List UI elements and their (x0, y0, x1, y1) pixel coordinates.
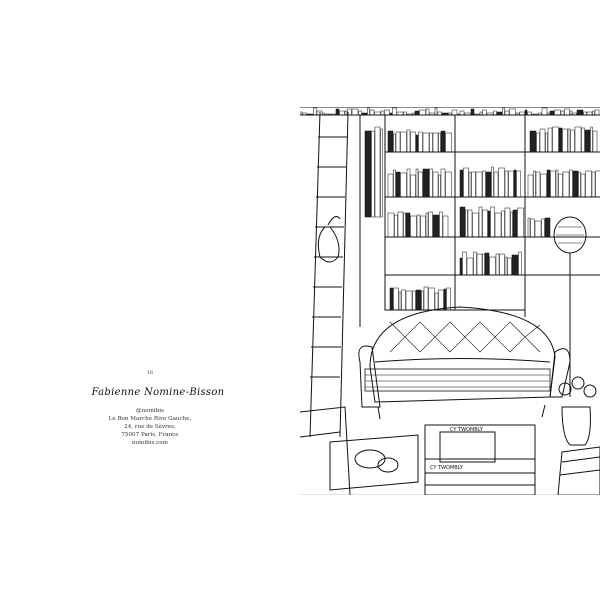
page-number: 16 (146, 370, 154, 376)
street-address: 24, rue de Sèvres, (124, 424, 176, 430)
book-spine-title-2: CY TWOMBLY (430, 465, 464, 471)
artist-info: @nomibis Le Bon Marché Rive Gauche, 24, … (60, 407, 240, 447)
website: nomibis.com (132, 440, 168, 446)
book-stack-left (329, 434, 419, 491)
book-stack-center: CY TWOMBLY CY TWOMBLY (424, 424, 536, 495)
sofa (358, 306, 571, 420)
artist-name: Fabienne Nomine-Bisson (91, 387, 225, 398)
ladder (309, 111, 349, 438)
book-spine-title: CY TWOMBLY (450, 427, 484, 433)
library-illustration: CY TWOMBLY CY TWOMBLY (300, 107, 600, 495)
book-stack-right (557, 446, 600, 495)
store-name: Le Bon Marché Rive Gauche, (108, 416, 192, 422)
flower-vase (558, 376, 597, 446)
plant-pot (317, 216, 341, 263)
side-table (300, 406, 351, 495)
instagram-handle: @nomibis (136, 408, 164, 414)
book-rows (300, 107, 600, 311)
floor-lamp (553, 216, 587, 397)
left-page: 16 Fabienne Nomine-Bisson @nomibis Le Bo… (60, 370, 240, 447)
city-address: 75007 Paris, France (121, 432, 179, 438)
